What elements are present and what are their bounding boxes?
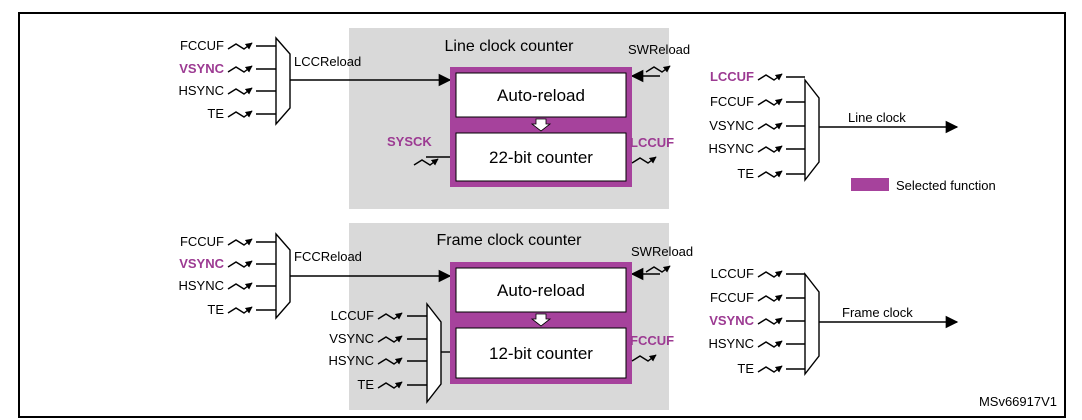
line-load-arrow-icon [530,118,552,132]
frame-clock-input-te: TE [357,377,374,392]
line-out-input-vsync: VSYNC [709,118,754,133]
line-counter-title: Line clock counter [445,38,575,55]
line-counter-label: 22-bit counter [489,148,593,167]
line-reload-input-vsync: VSYNC [179,61,224,76]
legend-swatch [851,178,889,191]
line-autoreload-box [455,72,627,118]
line-output-mux [804,77,820,183]
line-reload-mux [275,36,291,126]
frame-sw-reload-label: SWReload [631,244,693,259]
line-autoreload-label: Auto-reload [497,86,585,105]
line-output-inputs: LCCUF FCCUF VSYNC HSYNC TE [708,69,754,181]
frame-clock-mux [426,301,442,405]
frame-out-input-hsync: HSYNC [708,336,754,351]
frame-load-arrow-icon [530,313,552,327]
frame-clock-input-hsync: HSYNC [328,353,374,368]
line-reload-inputs: FCCUF VSYNC HSYNC TE [178,38,224,121]
frame-clock-input-vsync: VSYNC [329,331,374,346]
frame-output-inputs: LCCUF FCCUF VSYNC HSYNC TE [708,266,754,376]
frame-out-input-vsync: VSYNC [709,313,754,328]
frame-output-mux [804,271,820,377]
edge-icon [757,73,783,178]
line-out-input-fccuf: FCCUF [710,94,754,109]
frame-out-input-lccuf: LCCUF [711,266,754,281]
line-reload-label: LCCReload [294,54,361,69]
frame-clock-inputs: LCCUF VSYNC HSYNC TE [328,308,374,392]
frame-clock-input-wires [407,315,427,386]
line-reload-input-wires [256,45,276,115]
legend-label: Selected function [896,178,996,193]
line-sw-reload-label: SWReload [628,42,690,57]
frame-out-input-wires [786,273,805,370]
figure-id: MSv66917V1 [979,394,1057,409]
edge-icon [757,270,783,373]
frame-clock-input-lccuf: LCCUF [331,308,374,323]
frame-reload-inputs: FCCUF VSYNC HSYNC TE [178,234,224,317]
line-reload-input-te: TE [207,106,224,121]
frame-reload-input-wires [256,241,276,311]
frame-counter-box [455,327,627,379]
frame-reload-label: FCCReload [294,249,362,264]
line-reload-input-fccuf: FCCUF [180,38,224,53]
frame-underflow-edge-icon [631,354,657,362]
line-counter-box [455,132,627,182]
frame-reload-input-fccuf: FCCUF [180,234,224,249]
frame-out-input-fccuf: FCCUF [710,290,754,305]
frame-sw-reload-edge-icon [645,265,671,273]
frame-clock-output-label: Frame clock [842,305,913,320]
frame-reload-input-vsync: VSYNC [179,256,224,271]
line-out-input-te: TE [737,166,754,181]
frame-autoreload-box [455,267,627,313]
edge-icon [227,238,253,314]
frame-reload-input-hsync: HSYNC [178,278,224,293]
frame-underflow-label: FCCUF [630,333,674,348]
line-out-input-wires [786,76,805,175]
frame-counter-label: 12-bit counter [489,344,593,363]
line-sw-reload-edge-icon [645,65,671,73]
line-reload-input-hsync: HSYNC [178,83,224,98]
frame-out-input-te: TE [737,361,754,376]
edge-icon [377,312,403,389]
frame-autoreload-label: Auto-reload [497,281,585,300]
frame-reload-input-te: TE [207,302,224,317]
line-sysck-label: SYSCK [387,134,432,149]
line-sysck-edge-icon [413,158,439,166]
frame-reload-mux [275,232,291,320]
line-out-input-lccuf: LCCUF [710,69,754,84]
line-underflow-label: LCCUF [630,135,674,150]
frame-counter-title: Frame clock counter [437,232,583,249]
line-out-input-hsync: HSYNC [708,141,754,156]
edge-icon [227,42,253,118]
line-clock-output-label: Line clock [848,110,906,125]
line-underflow-edge-icon [631,156,657,164]
